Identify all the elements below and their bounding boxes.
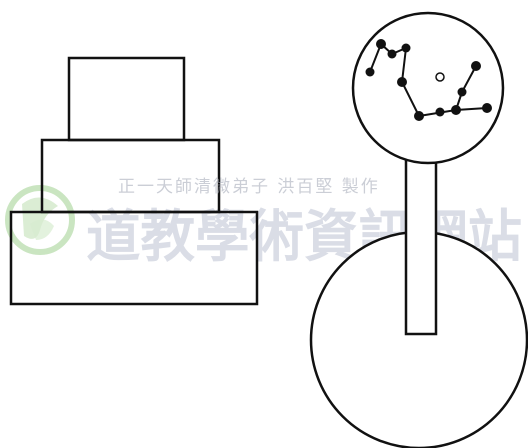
center-mark <box>435 72 445 82</box>
star <box>365 67 375 77</box>
star <box>451 105 461 115</box>
mirror-disc <box>351 11 505 165</box>
mirror-stem <box>404 156 438 336</box>
watermark-credit: 正一天師清微弟子 洪百堅 製作 <box>118 177 380 197</box>
star <box>457 87 467 97</box>
star <box>397 77 407 87</box>
watermark-logo <box>5 185 75 255</box>
star <box>414 111 424 121</box>
altar-bottom-tier <box>9 210 259 306</box>
constellation-mirror <box>309 11 528 448</box>
three-tier-altar <box>9 56 259 306</box>
star <box>435 107 445 117</box>
star <box>376 39 386 49</box>
star <box>482 103 492 113</box>
constellation-stars <box>365 39 492 121</box>
star <box>401 43 411 53</box>
star <box>471 61 481 71</box>
altar-top-tier <box>67 56 186 142</box>
star <box>387 49 397 59</box>
